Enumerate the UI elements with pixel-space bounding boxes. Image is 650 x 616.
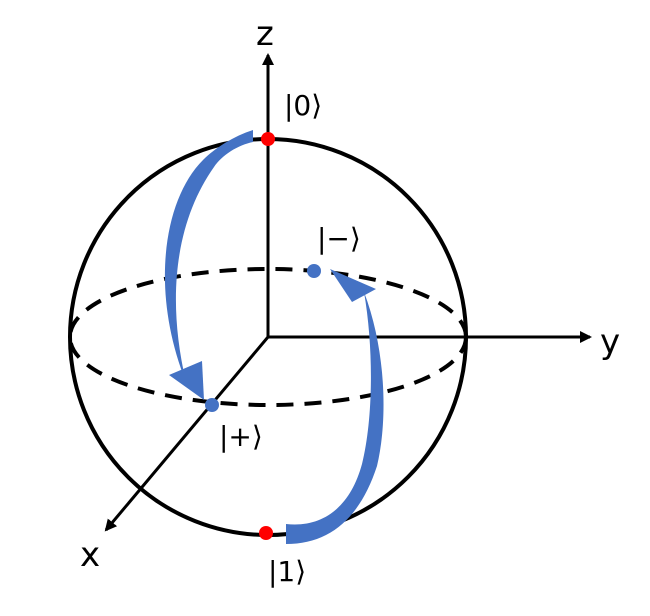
state-plus-label: |+⟩: [219, 420, 263, 453]
rotation-arrow-zero-to-plus: [164, 130, 253, 382]
state-minus-label: |−⟩: [317, 222, 361, 255]
y-axis-label: y: [600, 322, 620, 362]
z-axis-label: z: [256, 14, 274, 54]
state-minus-point: [307, 264, 321, 278]
rotation-arrow-zero-to-plus-head: [169, 361, 204, 400]
state-one-label: |1⟩: [268, 555, 306, 588]
state-plus-point: [205, 398, 219, 412]
x-axis-label: x: [80, 535, 100, 575]
rotation-arrow-one-to-minus: [286, 292, 384, 544]
x-axis: [104, 336, 270, 532]
rotation-arrow-one-to-minus-head: [330, 269, 376, 302]
state-one-point: [259, 526, 273, 540]
state-zero-label: |0⟩: [284, 89, 322, 122]
state-zero-point: [261, 132, 275, 146]
